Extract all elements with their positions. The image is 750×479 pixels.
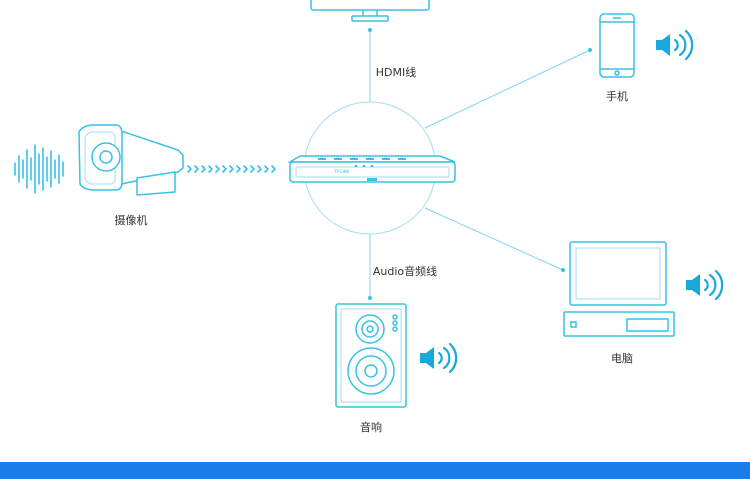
computer-icon: [563, 241, 675, 337]
phone-label: 手机: [606, 90, 628, 103]
phone-icon: [599, 13, 635, 78]
phone-line: [424, 49, 591, 129]
camera-label: 摄像机: [114, 214, 148, 227]
camera-icon: [78, 124, 184, 196]
audio-cable-label: Audio音频线: [372, 265, 438, 278]
bottom-bar: [0, 462, 750, 479]
connection-dots: [368, 28, 592, 300]
computer-line: [424, 207, 564, 271]
computer-label: 电脑: [611, 352, 633, 365]
speaker-icon: [335, 303, 407, 408]
connection-lines: [369, 30, 591, 298]
speaker-label: 音响: [360, 421, 382, 434]
volume-icon: [686, 269, 724, 301]
monitor-icon: [310, 0, 430, 22]
nvr-icon: TP-LINK: [287, 155, 456, 183]
nvr-brand: TP-LINK: [333, 169, 350, 174]
volume-icon: [656, 29, 694, 61]
sound-wave-icon: [14, 144, 64, 194]
hdmi-cable-label: HDMI线: [375, 66, 417, 79]
volume-icon: [420, 342, 458, 374]
signal-arrows: [187, 165, 276, 173]
